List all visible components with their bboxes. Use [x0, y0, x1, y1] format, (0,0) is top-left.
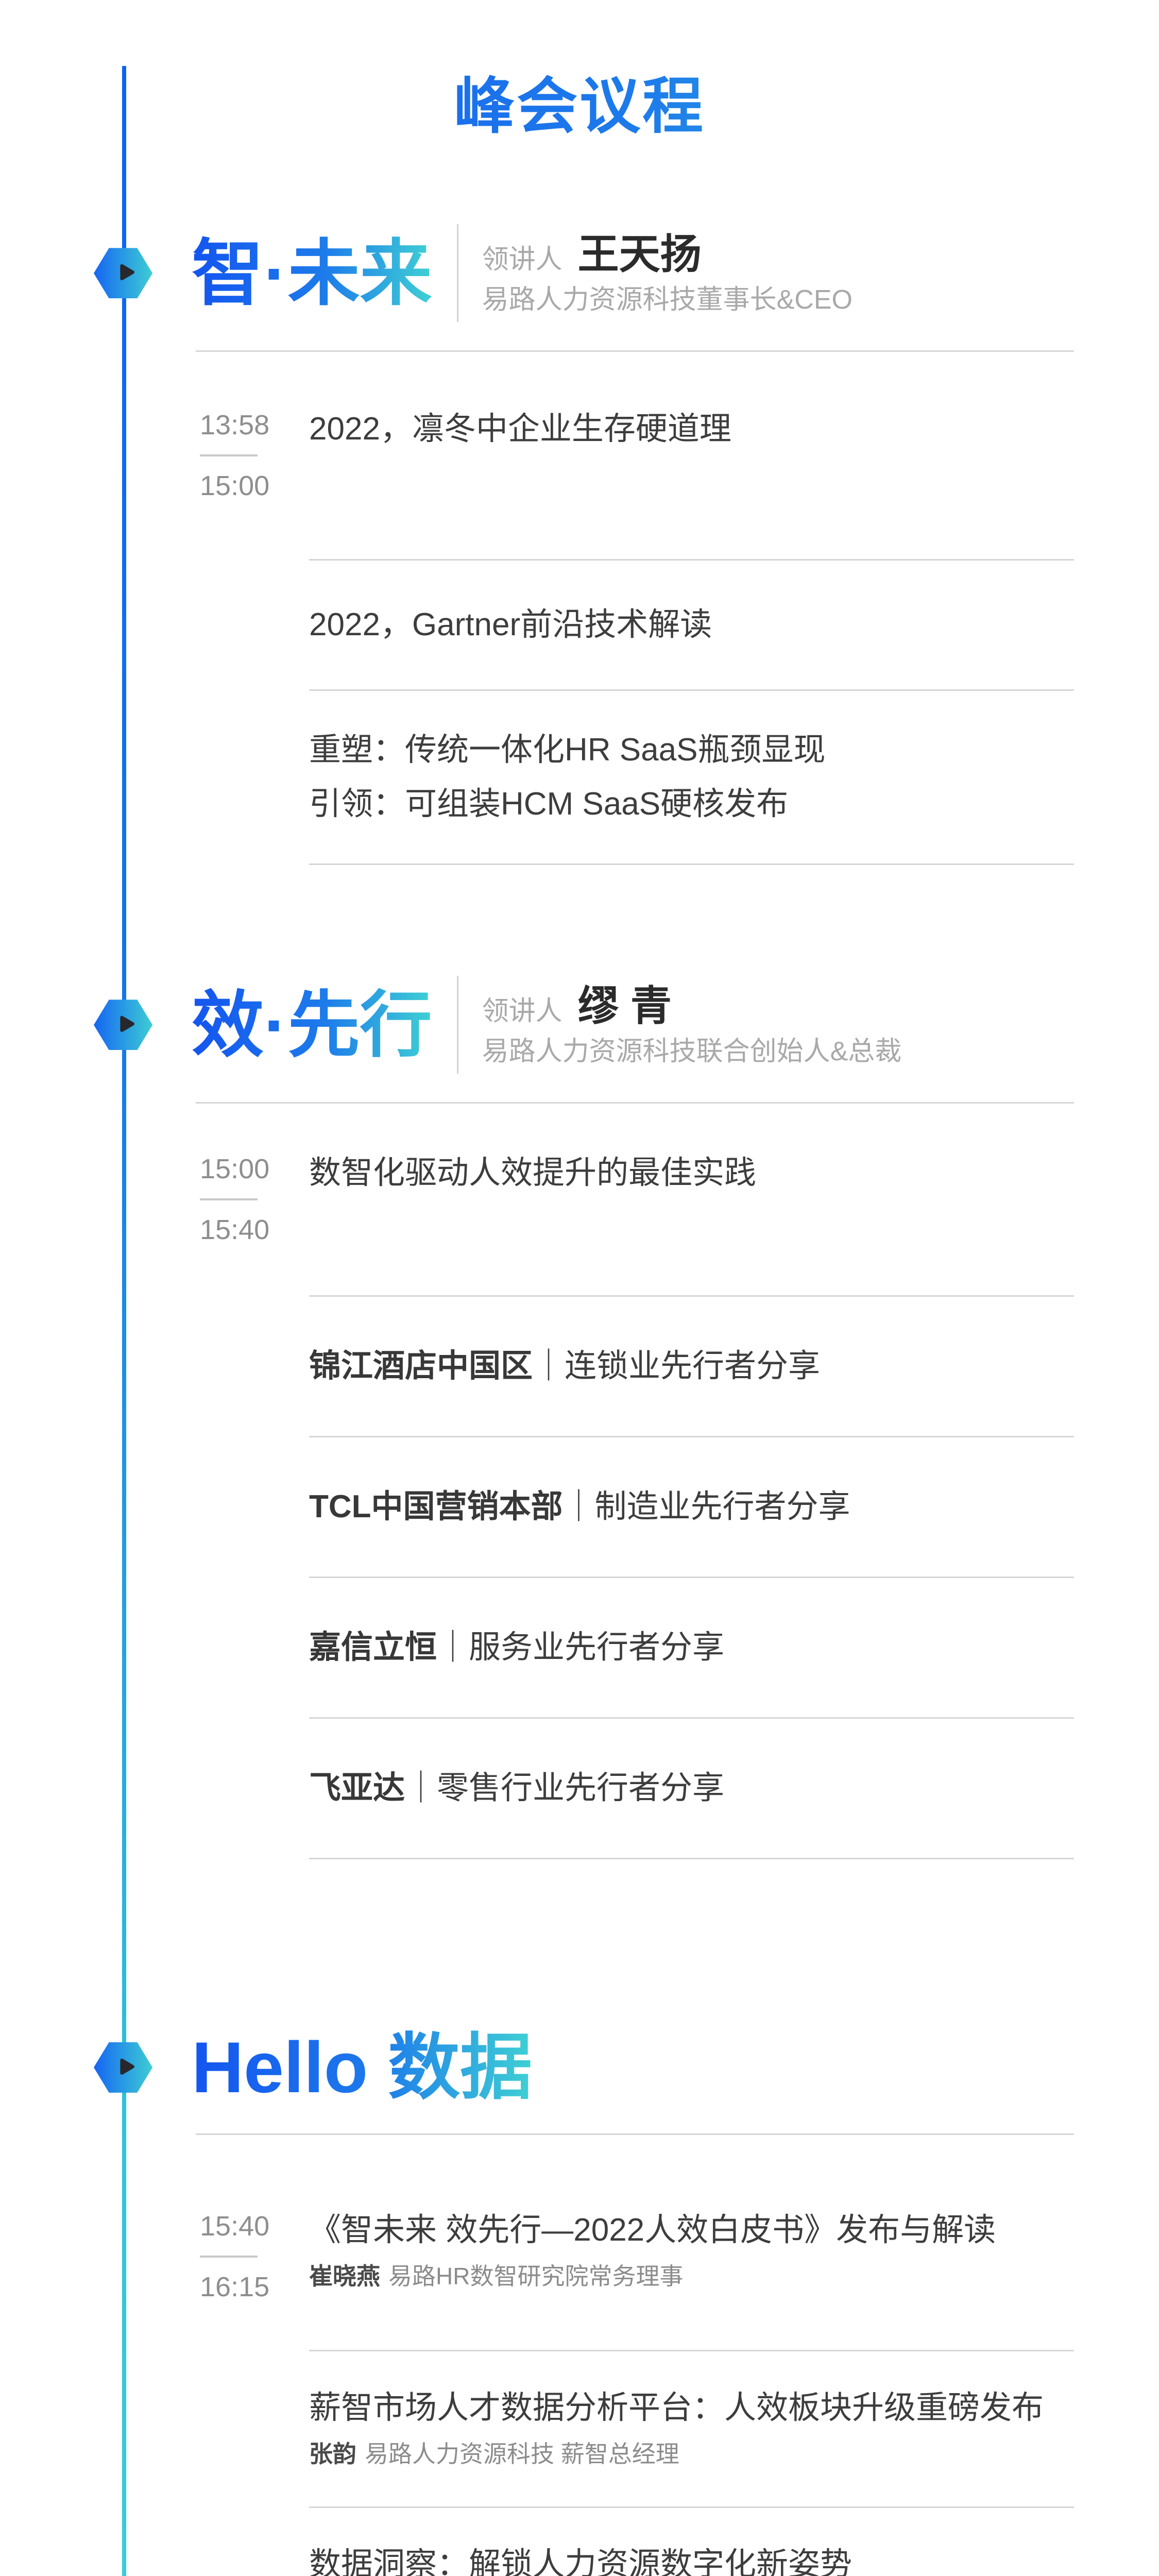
item-title-rest: ｜连锁业先行者分享	[533, 1348, 821, 1384]
item-title: 《智未来 效先行—2022人效白皮书》发布与解读	[309, 2212, 996, 2248]
divider	[309, 1858, 1074, 1860]
agenda-item: 嘉信立恒｜服务业先行者分享	[0, 1578, 1159, 1717]
divider	[309, 1717, 1074, 1719]
agenda-item: 重塑：传统一体化HR SaaS瓶颈显现 引领：可组装HCM SaaS硬核发布	[0, 691, 1159, 863]
section-zhi-weilai: 智·未来 领讲人 王天扬 易路人力资源科技董事长&CEO 13:58 15:00…	[0, 224, 1159, 866]
section-hello-shuju: Hello 数据 15:40 16:15 《智未来 效先行—2022人效白皮书》…	[0, 2029, 1159, 2576]
speaker-block: 领讲人 缪 青 易路人力资源科技联合创始人&总裁	[482, 982, 902, 1066]
hexagon-play-icon	[94, 2042, 152, 2093]
agenda-item: 15:00 15:40 数智化驱动人效提升的最佳实践	[0, 1104, 1159, 1295]
time-start: 15:00	[200, 1154, 270, 1185]
play-icon	[120, 1016, 134, 1032]
item-title: 锦江酒店中国区｜连锁业先行者分享	[309, 1348, 1159, 1384]
item-title: 飞亚达｜零售行业先行者分享	[309, 1770, 1159, 1806]
item-title: 重塑：传统一体化HR SaaS瓶颈显现	[309, 732, 826, 768]
item-title-rest: ｜制造业先行者分享	[563, 1489, 850, 1525]
item-title: 数智化驱动人效提升的最佳实践	[309, 1155, 757, 1191]
speaker-name: 崔晓燕	[309, 2263, 380, 2290]
page-title: 峰会议程	[0, 0, 1159, 138]
item-title: TCL中国营销本部｜制造业先行者分享	[309, 1489, 1159, 1525]
company-name: 飞亚达	[309, 1770, 405, 1806]
section-header: 效·先行 领讲人 缪 青 易路人力资源科技联合创始人&总裁	[0, 976, 1159, 1074]
time-end: 15:00	[200, 470, 270, 502]
divider	[196, 1102, 1074, 1104]
speaker-affiliation: 易路人力资源科技联合创始人&总裁	[482, 1036, 902, 1066]
hexagon-play-icon	[94, 999, 152, 1050]
agenda-item: 数据洞察：解锁人力资源数字化新姿势 吴益瑾易路人力资源科技产品副总裁	[0, 2508, 1159, 2576]
speaker-name: 缪 青	[577, 982, 672, 1029]
item-title: 薪智市场人才数据分析平台：人效板块升级重磅发布	[309, 2390, 1044, 2426]
divider	[196, 2133, 1074, 2136]
divider	[196, 350, 1074, 352]
agenda-item: 13:58 15:00 2022，凛冬中企业生存硬道理	[0, 352, 1159, 559]
divider	[309, 863, 1074, 866]
hexagon-play-icon	[94, 248, 152, 299]
speaker-title: 易路人力资源科技 薪智总经理	[365, 2441, 679, 2468]
speaker-label: 领讲人	[482, 996, 563, 1026]
section-xiao-xianxing: 效·先行 领讲人 缪 青 易路人力资源科技联合创始人&总裁 15:00 15:4…	[0, 976, 1159, 1860]
item-title: 2022，凛冬中企业生存硬道理	[309, 411, 731, 447]
time-separator	[200, 2256, 258, 2258]
item-title: 数据洞察：解锁人力资源数字化新姿势	[309, 2547, 853, 2576]
divider	[309, 1577, 1074, 1579]
item-title-line2: 引领：可组装HCM SaaS硬核发布	[309, 786, 789, 822]
divider	[309, 559, 1074, 561]
company-name: 锦江酒店中国区	[309, 1348, 533, 1384]
divider	[309, 2506, 1074, 2509]
speaker-block: 领讲人 王天扬 易路人力资源科技董事长&CEO	[482, 231, 853, 315]
company-name: 嘉信立恒	[309, 1630, 437, 1666]
section-title: 效·先行	[192, 984, 432, 1065]
session-time: 13:58 15:00	[200, 411, 309, 500]
play-icon	[120, 2058, 134, 2075]
agenda-item: TCL中国营销本部｜制造业先行者分享	[0, 1437, 1159, 1577]
agenda-item: 15:40 16:15 《智未来 效先行—2022人效白皮书》发布与解读 崔晓燕…	[0, 2135, 1159, 2350]
agenda-item: 锦江酒店中国区｜连锁业先行者分享	[0, 1297, 1159, 1436]
speaker-line: 张韵易路人力资源科技 薪智总经理	[309, 2441, 1159, 2468]
play-icon	[120, 264, 134, 281]
speaker-title: 易路HR数智研究院常务理事	[388, 2263, 684, 2290]
time-separator	[200, 1198, 258, 1201]
speaker-line: 崔晓燕易路HR数智研究院常务理事	[309, 2263, 1159, 2290]
divider	[309, 1436, 1074, 1438]
item-title: 嘉信立恒｜服务业先行者分享	[309, 1630, 1159, 1666]
section-header: 智·未来 领讲人 王天扬 易路人力资源科技董事长&CEO	[0, 224, 1159, 323]
time-start: 15:40	[200, 2211, 270, 2242]
speaker-name: 张韵	[309, 2441, 356, 2468]
agenda-item: 飞亚达｜零售行业先行者分享	[0, 1719, 1159, 1858]
agenda-item: 2022，Gartner前沿技术解读	[0, 561, 1159, 689]
time-end: 16:15	[200, 2272, 270, 2303]
item-title-rest: ｜零售行业先行者分享	[405, 1770, 725, 1806]
divider	[309, 2350, 1074, 2352]
session-time: 15:40 16:15	[200, 2212, 309, 2301]
section-title: Hello 数据	[192, 2027, 533, 2108]
timeline-line	[122, 66, 126, 2576]
section-title: 智·未来	[192, 232, 432, 314]
section-header: Hello 数据	[0, 2029, 1159, 2105]
time-end: 15:40	[200, 1214, 270, 1246]
time-start: 13:58	[200, 410, 270, 441]
agenda-item: 薪智市场人才数据分析平台：人效板块升级重磅发布 张韵易路人力资源科技 薪智总经理	[0, 2351, 1159, 2506]
item-title: 2022，Gartner前沿技术解读	[309, 607, 712, 643]
header-separator	[456, 224, 458, 323]
divider	[309, 1295, 1074, 1297]
speaker-affiliation: 易路人力资源科技董事长&CEO	[482, 284, 853, 315]
header-separator	[456, 976, 458, 1074]
session-time: 15:00 15:40	[200, 1155, 309, 1244]
speaker-name: 王天扬	[577, 231, 702, 277]
item-title-rest: ｜服务业先行者分享	[437, 1630, 725, 1666]
time-separator	[200, 454, 258, 457]
company-name: TCL中国营销本部	[309, 1489, 563, 1525]
divider	[309, 689, 1074, 691]
speaker-label: 领讲人	[482, 244, 563, 275]
